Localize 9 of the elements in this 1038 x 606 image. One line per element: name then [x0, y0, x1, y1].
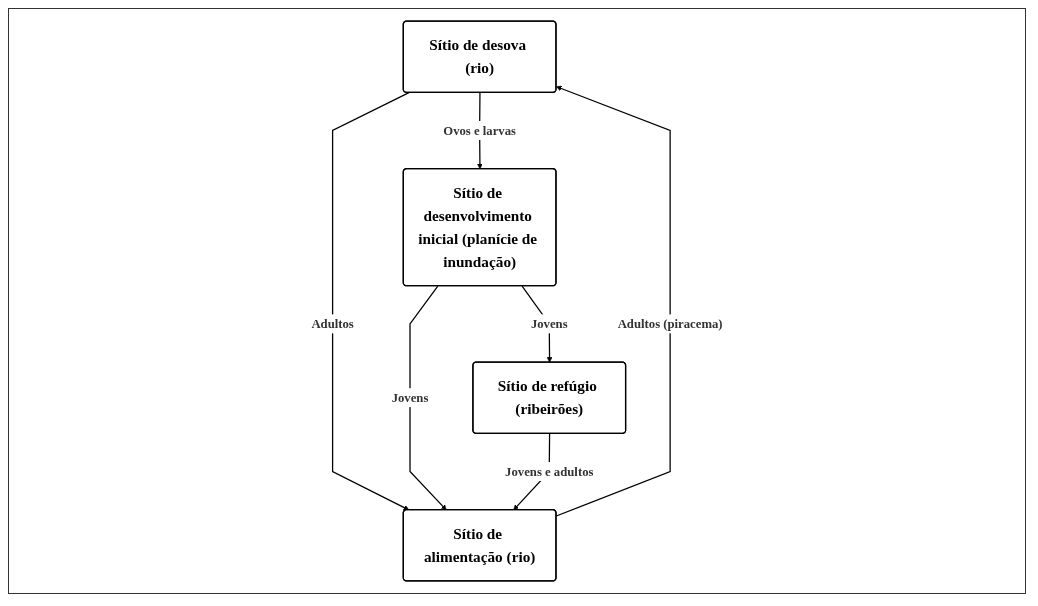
edge-label: Adultos (piracema) [617, 316, 723, 331]
edge-label: Ovos e larvas [443, 123, 517, 138]
arrow [409, 285, 447, 511]
edge-label: Jovens [530, 316, 568, 331]
edge-label: Jovens e adultos [505, 464, 594, 479]
arrow [555, 85, 671, 517]
edge-label: Jovens [391, 390, 429, 405]
edge-label: Adultos [311, 316, 354, 331]
arrow [331, 92, 410, 511]
